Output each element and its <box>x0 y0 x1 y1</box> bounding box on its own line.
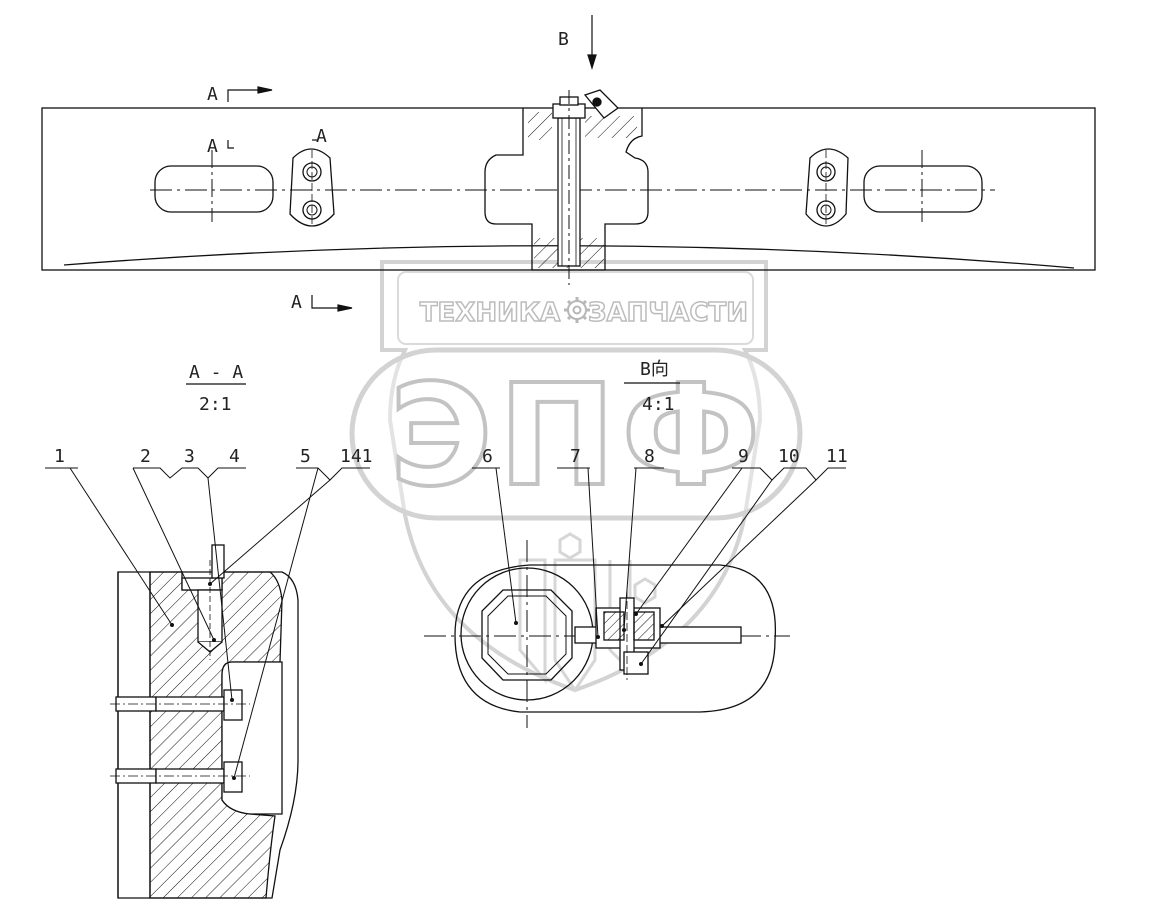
part-label-3: 3 <box>184 446 195 467</box>
main-bar-view <box>41 89 1096 285</box>
boss-hatch-top-left <box>528 112 552 140</box>
part-label-9: 9 <box>738 446 749 467</box>
section-aa-view <box>110 544 299 899</box>
plate-right <box>805 148 849 227</box>
watermark-word-left: ТЕХНИКА <box>420 298 560 328</box>
section-a-bottom-label: A <box>291 292 302 313</box>
watermark: ТЕХНИКА ЗАПЧАСТИ ЭПФ <box>349 260 803 693</box>
part-label-2: 2 <box>140 446 151 467</box>
section-a-hole-right-label: A <box>316 126 327 147</box>
view-b-title: B向 <box>640 359 669 380</box>
part-label-141: 141 <box>340 446 373 467</box>
slot-left <box>154 165 274 213</box>
part-label-11: 11 <box>826 446 848 467</box>
section-a-hole-left-label: A <box>207 136 218 157</box>
view-indicators <box>227 15 597 312</box>
watermark-main-text: ЭПФ <box>390 355 767 518</box>
part-label-4: 4 <box>229 446 240 467</box>
clip <box>583 89 620 119</box>
gear-icon <box>564 297 590 323</box>
section-aa-title: A - A <box>189 362 243 383</box>
part-label-7: 7 <box>570 446 581 467</box>
view-b-outline <box>454 564 777 713</box>
center-boss <box>484 108 649 271</box>
watermark-pill <box>349 347 803 521</box>
part-label-1: 1 <box>54 446 65 467</box>
part-label-6: 6 <box>482 446 493 467</box>
plate-left <box>289 148 335 227</box>
boss-hatch-top-right <box>585 116 637 138</box>
view-b <box>424 540 790 728</box>
view-b-octagon <box>481 589 573 681</box>
view-b-scale: 4:1 <box>642 394 675 415</box>
view-b-arrow-label: B <box>558 29 569 50</box>
section-a-top-label: A <box>207 84 218 105</box>
part-label-5: 5 <box>300 446 311 467</box>
watermark-word-right: ЗАПЧАСТИ <box>588 298 748 328</box>
slot-right <box>863 165 983 213</box>
section-aa-scale: 2:1 <box>199 394 232 415</box>
section-aa-leaders <box>45 467 370 779</box>
part-label-8: 8 <box>644 446 655 467</box>
part-label-10: 10 <box>778 446 800 467</box>
section-body <box>117 571 299 899</box>
view-b-leaders <box>472 467 846 665</box>
